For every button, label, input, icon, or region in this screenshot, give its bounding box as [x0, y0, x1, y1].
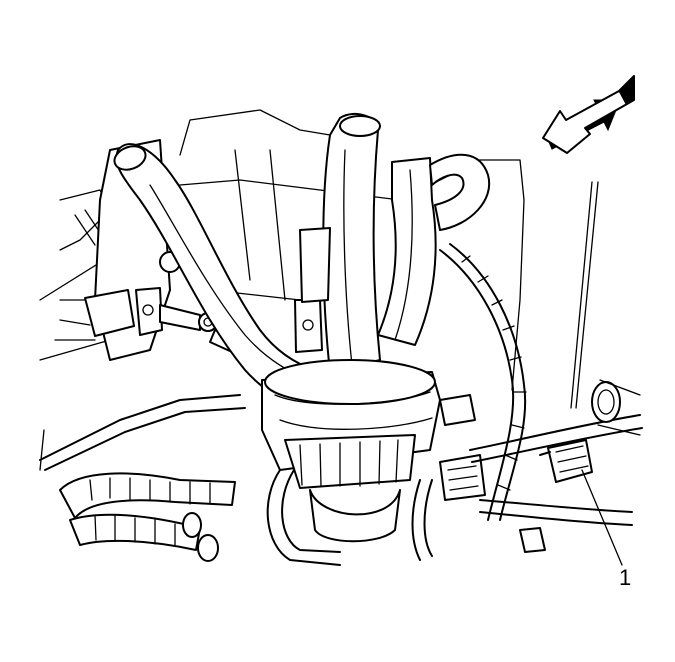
- center-air-hose: [322, 112, 381, 373]
- callout-label: 1: [619, 565, 631, 590]
- mounting-bracket: [54, 139, 239, 361]
- view-direction-arrow: [542, 74, 635, 154]
- lower-right-harness: [266, 379, 643, 566]
- callout-1: 1: [581, 469, 631, 590]
- lower-left-harness: [39, 394, 246, 562]
- air-pump: [261, 227, 441, 543]
- right-wiring-harness: [439, 243, 527, 521]
- pump-electrical-connector: [439, 394, 486, 501]
- right-air-hose: [377, 153, 491, 346]
- component-connector: [539, 439, 593, 483]
